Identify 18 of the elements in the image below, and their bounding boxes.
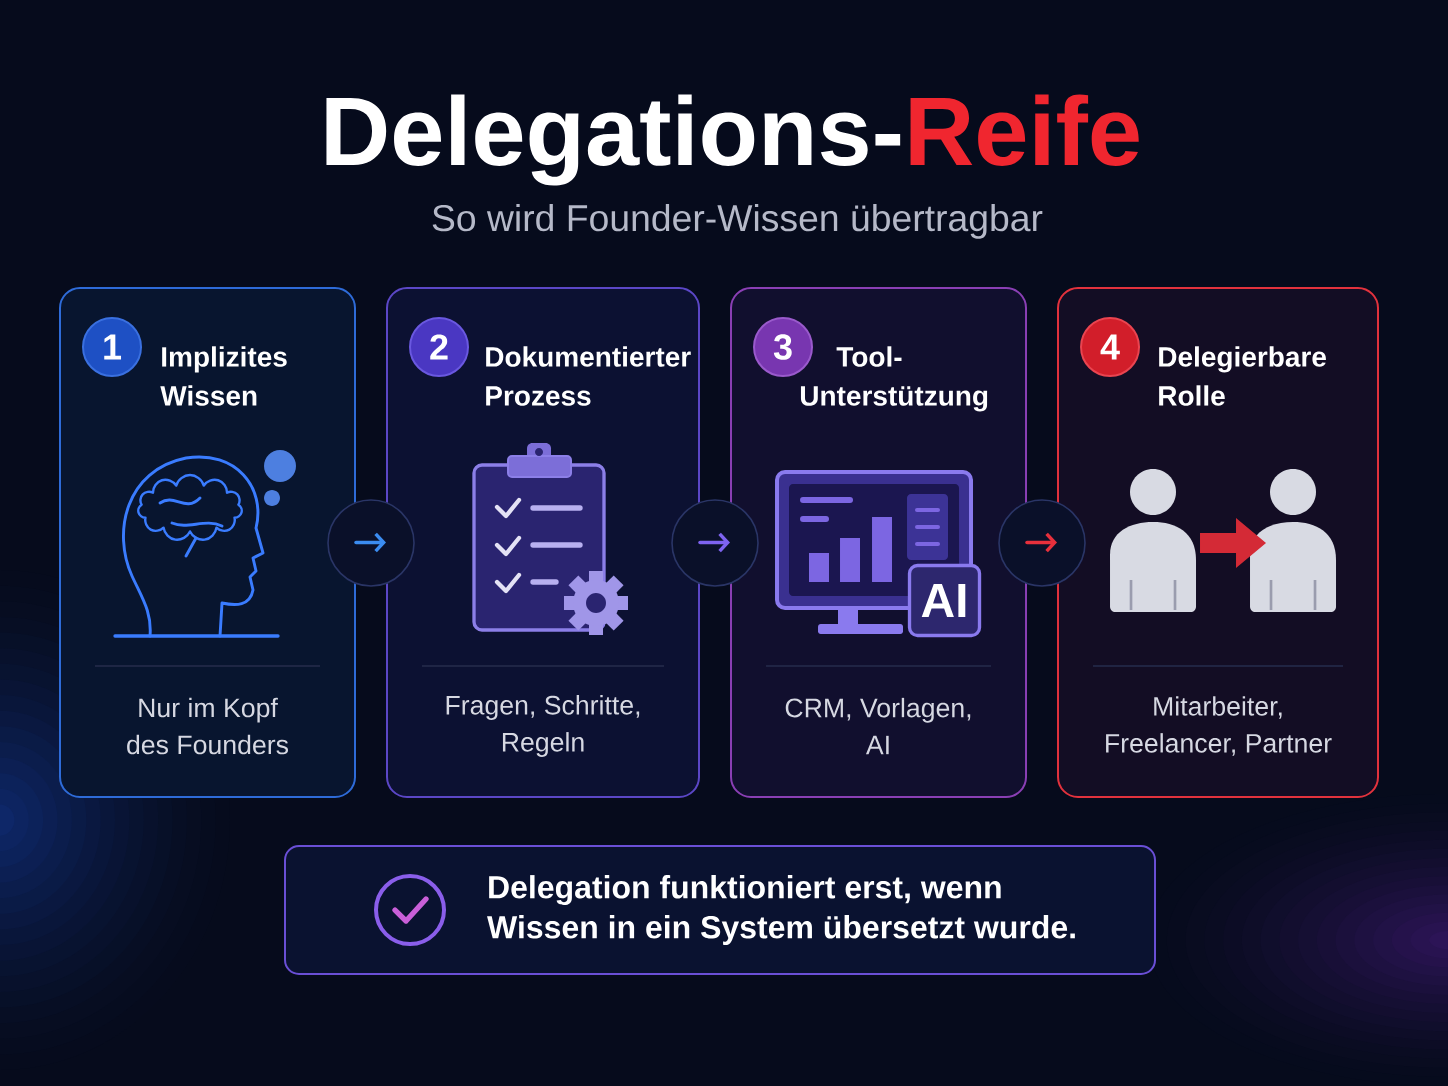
subtitle: So wird Founder-Wissen übertragbar bbox=[432, 203, 1043, 239]
card-text: Mitarbeiter, Freelancer, Partner bbox=[1106, 696, 1332, 756]
number-badge: 3 bbox=[753, 317, 813, 377]
card-text: Nur im Kopf des Founders bbox=[127, 697, 288, 755]
card-text: CRM, Vorlagen, AI bbox=[785, 697, 971, 755]
number-badge: 4 bbox=[1080, 317, 1140, 377]
card-heading: Dokumentierter Prozess bbox=[486, 346, 691, 406]
card-heading: Implizites Wissen bbox=[160, 346, 287, 406]
number-badge: 2 bbox=[409, 317, 469, 377]
title: Delegations-Reife bbox=[326, 94, 1139, 186]
card-heading: Delegierbare Rolle bbox=[1159, 346, 1326, 406]
number-badge: 1 bbox=[82, 317, 142, 377]
arrow bbox=[698, 532, 730, 553]
card-text: Fragen, Schritte, Regeln bbox=[446, 695, 640, 757]
note-box: Delegation funktioniert erst, wenn Wissen in ein System übersetzt wurde. bbox=[284, 845, 1156, 975]
arrow bbox=[354, 532, 386, 553]
arrow bbox=[1025, 532, 1057, 553]
ai-badge: AI bbox=[907, 563, 982, 638]
